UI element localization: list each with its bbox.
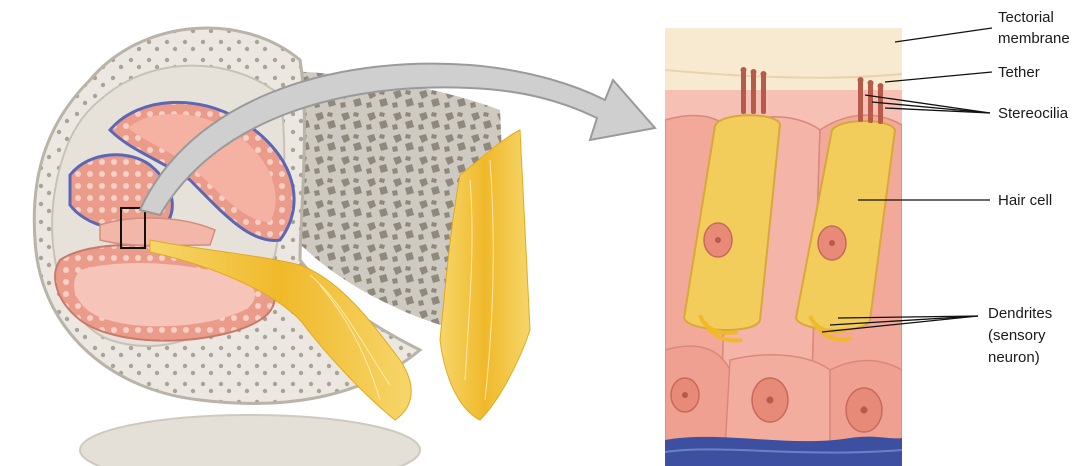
tectorial-membrane-band (665, 28, 902, 90)
hair-cell-detail (665, 28, 902, 466)
label-dendrites-line2: (sensory (988, 327, 1046, 344)
label-dendrites-line3: neuron) (988, 349, 1040, 366)
label-tectorial-line1: Tectorial (998, 9, 1054, 26)
label-dendrites-line1: Dendrites (988, 305, 1052, 322)
label-tether: Tether (998, 64, 1040, 81)
bone-base (80, 415, 420, 466)
label-hair-cell: Hair cell (998, 192, 1052, 209)
labels: Tectorial membrane Tether Stereocilia Ha… (988, 9, 1070, 366)
label-tectorial-line2: membrane (998, 30, 1070, 47)
label-stereocilia: Stereocilia (998, 105, 1069, 122)
leader-tectorial (895, 28, 992, 42)
